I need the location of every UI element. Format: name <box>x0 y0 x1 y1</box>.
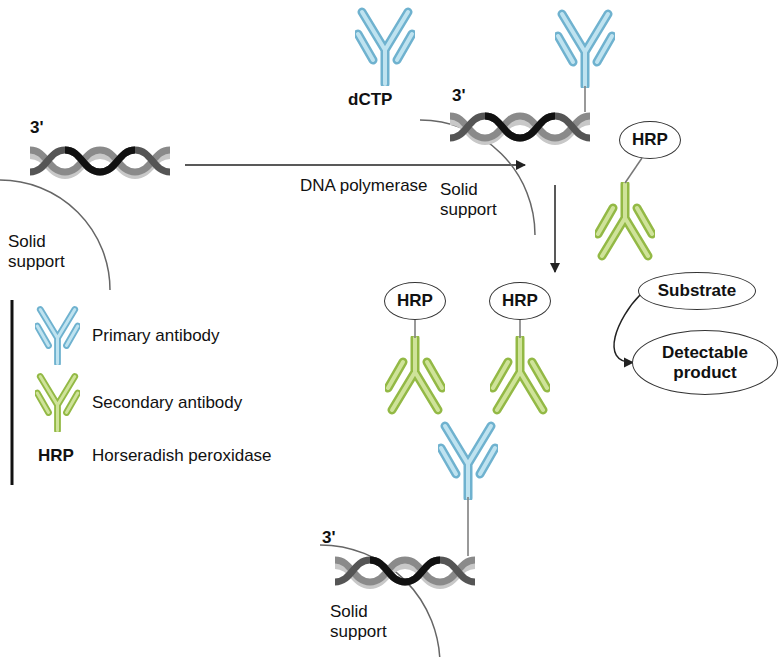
dna-helix <box>335 560 475 586</box>
linker <box>519 318 521 338</box>
ellipse-node: HRP <box>489 282 551 320</box>
legend-text: Primary antibody <box>92 326 220 346</box>
text-label: Solid support <box>8 232 78 271</box>
dna-helix <box>450 116 590 142</box>
node-text: HRP <box>397 291 433 311</box>
text-label: DNA polymerase <box>300 176 428 196</box>
linker <box>467 497 469 556</box>
ellipse-node: HRP <box>619 121 681 159</box>
secondary-antibody <box>598 184 652 256</box>
text-label: 3' <box>452 86 466 106</box>
step-arrow <box>554 185 556 272</box>
primary-antibody <box>558 14 612 86</box>
text-label: HRP <box>38 446 74 466</box>
text-label: 3' <box>30 118 44 138</box>
legend-sample <box>37 377 78 431</box>
ellipse-node: HRP <box>384 282 446 320</box>
node-text: Detectable product <box>655 343 755 382</box>
legend-sample <box>37 310 78 364</box>
primary-antibody <box>358 12 412 84</box>
legend-text: Secondary antibody <box>92 393 242 413</box>
ellipse-node: Detectable product <box>632 330 778 395</box>
secondary-antibody <box>388 338 442 410</box>
reaction-arrow <box>185 164 525 166</box>
node-text: HRP <box>632 130 668 150</box>
text-label: Solid support <box>440 180 510 219</box>
node-text: HRP <box>502 291 538 311</box>
ellipse-node: Substrate <box>638 272 756 310</box>
node-text: Substrate <box>658 281 736 301</box>
solid-support-outline <box>0 180 110 290</box>
text-label: dCTP <box>348 90 392 110</box>
linker <box>625 158 642 183</box>
dna-helix <box>30 150 170 176</box>
primary-antibody <box>441 426 495 498</box>
secondary-antibody <box>493 338 547 410</box>
text-label: Solid support <box>330 602 400 641</box>
legend-bar <box>11 300 14 485</box>
legend-text: Horseradish peroxidase <box>92 446 272 466</box>
linker <box>584 86 586 112</box>
linker <box>414 318 416 338</box>
text-label: 3' <box>322 528 336 548</box>
